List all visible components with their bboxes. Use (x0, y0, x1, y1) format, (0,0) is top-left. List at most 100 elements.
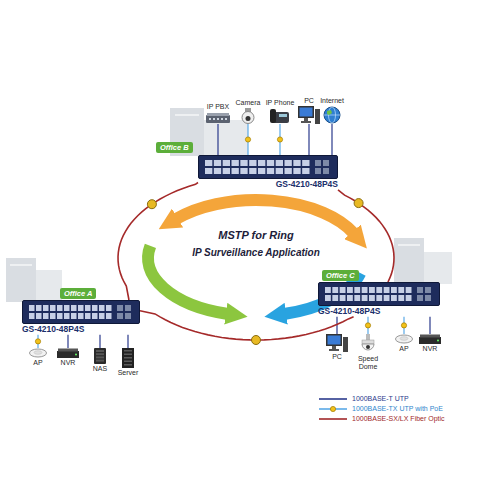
server-slot (124, 364, 132, 366)
building-window (175, 114, 199, 116)
ap-body (396, 335, 413, 343)
device-label: PC (304, 97, 314, 105)
server-slot (124, 350, 132, 352)
switch-port (240, 160, 247, 166)
dome-housing (362, 340, 374, 344)
legend-row: 1000BASE-TX UTP with PoE (318, 404, 445, 414)
cable-link (67, 335, 68, 348)
switch-port (29, 313, 35, 319)
camera-dome (242, 112, 254, 124)
switch-port (249, 168, 256, 174)
pbx-port (217, 118, 219, 120)
pc-tower (315, 109, 320, 124)
legend-row: 1000BASE-T UTP (318, 394, 445, 404)
switch-port (369, 287, 375, 293)
switch-port (354, 287, 360, 293)
pc-screen (328, 336, 341, 345)
sfp-port (323, 168, 329, 174)
cable-link (217, 124, 218, 155)
sfp-port (315, 168, 321, 174)
nas-bay (96, 356, 104, 358)
legend: 1000BASE-T UTP1000BASE-TX UTP with PoE10… (318, 394, 445, 424)
nvr-top (420, 335, 440, 338)
device-graphic (419, 335, 441, 345)
device-label: NAS (93, 365, 107, 373)
building-block (36, 270, 62, 302)
switch-port (293, 168, 300, 174)
cable-link (308, 124, 309, 155)
poe-marker (277, 137, 282, 142)
switch-port (92, 305, 98, 311)
diagram-heading: MSTP for Ring (218, 229, 293, 242)
model-label: GS-4210-48P4S (318, 307, 440, 317)
device-label: AP (33, 359, 42, 367)
switch-port (347, 287, 353, 293)
sfp-port (425, 295, 431, 301)
switch-port (205, 160, 212, 166)
pbx-port (225, 118, 227, 120)
switch-port (332, 295, 338, 301)
nas-body (94, 348, 106, 364)
device-label: PC (332, 353, 342, 361)
nvr-top (58, 349, 78, 352)
globe-equator (324, 115, 340, 116)
sfp-port (417, 287, 423, 293)
dome-lens (366, 345, 370, 349)
office-tag: Office C (322, 270, 359, 281)
switch-port (214, 160, 221, 166)
office-name: Office A (64, 289, 92, 298)
pbx-body (206, 115, 230, 123)
nvr-led (75, 354, 77, 356)
switch-body (198, 155, 338, 179)
switch-port (376, 295, 382, 301)
device-label: Internet (320, 97, 344, 105)
switch-port (258, 160, 265, 166)
switch-port (340, 295, 346, 301)
sfp-port (125, 305, 131, 311)
switch-port (258, 168, 265, 174)
sfp-port (315, 160, 321, 166)
cable-link (429, 317, 430, 334)
device-node: PC (326, 334, 348, 362)
switch-port (332, 287, 338, 293)
sfp-port (125, 313, 131, 319)
camera-lens (246, 116, 251, 121)
building-block (6, 258, 36, 302)
device-icon (395, 334, 413, 344)
device-graphic (242, 108, 254, 124)
switch-body (318, 282, 440, 306)
sfp-port (323, 160, 329, 166)
device-graphic (30, 349, 47, 357)
switch-box: GS-4210-48P4S (198, 155, 338, 190)
switch-port (302, 168, 309, 174)
office-tag: Office B (156, 142, 193, 153)
sfp-port (117, 313, 123, 319)
server-slot (124, 357, 132, 359)
ap-top (400, 337, 408, 341)
switch-port (78, 305, 84, 311)
switch-port (325, 295, 331, 301)
device-node: Server (118, 348, 139, 378)
fiber-port-dot (147, 200, 156, 209)
switch-port (325, 287, 331, 293)
device-icon (239, 108, 257, 124)
nvr-led (437, 340, 439, 342)
switch-port (384, 295, 390, 301)
fiber-link (118, 183, 198, 300)
device-graphic (122, 348, 134, 368)
device-icon (122, 348, 134, 368)
switch-port (106, 305, 112, 311)
switch-port (384, 287, 390, 293)
globe-land (327, 110, 332, 115)
device-graphic (362, 334, 374, 350)
nas-bay (96, 360, 104, 362)
switch-port (391, 287, 397, 293)
device-graphic (57, 349, 79, 359)
building-window (398, 244, 420, 246)
switch-port (267, 168, 274, 174)
switch-port (92, 313, 98, 319)
switch-body (22, 300, 140, 324)
device-node: Camera (236, 98, 261, 124)
phone-screen (279, 114, 287, 117)
legend-sample (318, 395, 348, 403)
